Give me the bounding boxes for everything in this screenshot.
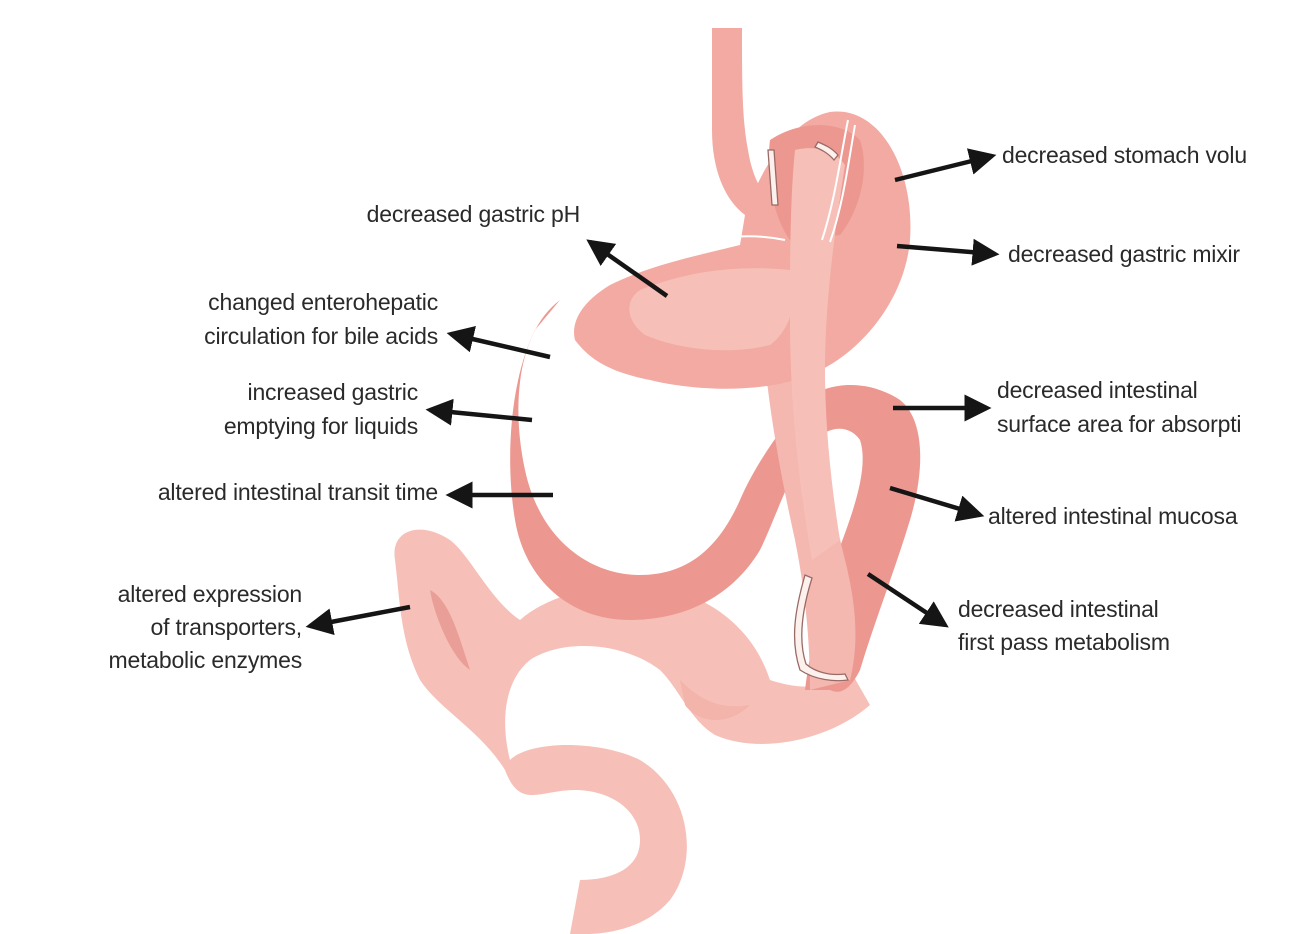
arrow-enterohepatic xyxy=(451,334,550,357)
gi-tract-illustration xyxy=(394,28,920,934)
label-stomach-volume: decreased stomach volu xyxy=(1002,142,1247,168)
arrow-expression xyxy=(310,607,410,626)
label-expression-line1: altered expression xyxy=(118,581,302,607)
label-first-pass-line1: decreased intestinal xyxy=(958,596,1159,622)
label-surface-line1: decreased intestinal xyxy=(997,377,1198,403)
label-gastric-mixing: decreased gastric mixir xyxy=(1008,241,1240,267)
label-enterohepatic-line2: circulation for bile acids xyxy=(204,323,438,349)
label-first-pass-line2: first pass metabolism xyxy=(958,629,1170,655)
arrow-gastric-mixing xyxy=(897,246,995,254)
label-expression-line3: metabolic enzymes xyxy=(109,647,302,673)
label-mucosa: altered intestinal mucosa xyxy=(988,503,1238,529)
label-emptying-line1: increased gastric xyxy=(248,379,418,405)
label-surface-line2: surface area for absorpti xyxy=(997,411,1241,437)
arrow-stomach-volume xyxy=(895,156,992,180)
label-transit-time: altered intestinal transit time xyxy=(158,479,438,505)
label-emptying-line2: emptying for liquids xyxy=(224,413,418,439)
label-gastric-ph: decreased gastric pH xyxy=(367,201,580,227)
label-expression-line2: of transporters, xyxy=(151,614,302,640)
label-enterohepatic-line1: changed enterohepatic xyxy=(208,289,438,315)
